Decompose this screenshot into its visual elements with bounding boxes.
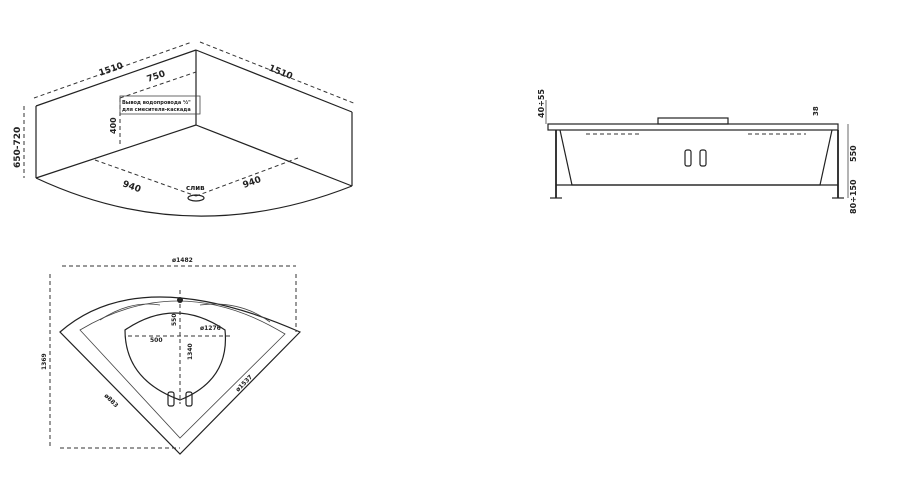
side-view: 40÷55 38 550 80÷150 [537, 89, 858, 214]
drain-hole [187, 194, 205, 202]
tub-inner-outline [79, 300, 286, 439]
floor-line-right [195, 124, 353, 187]
label-40-55: 40÷55 [537, 89, 546, 118]
label-plan-diag-right: ø1537 [234, 374, 254, 394]
label-940-left: 940 [121, 179, 142, 195]
tub-front-arc [35, 177, 353, 217]
label-drain: слив [186, 184, 205, 192]
top-edge-left [35, 49, 197, 107]
label-550: 550 [849, 145, 858, 162]
note-box [119, 95, 201, 115]
floor-line-left [35, 124, 197, 179]
label-plan-1276: ø1276 [200, 325, 221, 332]
dim-line-inner [119, 71, 197, 99]
tub-rim [547, 123, 839, 131]
dim-line-front-right [195, 157, 299, 197]
jet-left-icon [684, 149, 692, 167]
plan-view: ø1482 1369 ø883 ø1537 550 500 ø1276 1340 [41, 257, 302, 455]
label-650-720: 650-720 [13, 127, 23, 168]
tub-outline [59, 296, 302, 455]
headrest [657, 117, 729, 125]
label-plan-top: ø1482 [172, 257, 193, 264]
lobe-right [199, 303, 271, 323]
label-38: 38 [812, 106, 820, 116]
label-plan-1340: 1340 [187, 343, 194, 360]
label-plan-left: 1369 [41, 353, 48, 370]
plan-jet-right-icon [185, 391, 193, 407]
tub-body [559, 129, 833, 186]
note-line-1: Вывод водопровода ½" [122, 99, 191, 106]
top-edge-right [195, 49, 353, 113]
dim-line-front-left [94, 159, 197, 197]
plan-jet-left-icon [167, 391, 175, 407]
lobe-left [99, 303, 161, 321]
label-80-150: 80÷150 [849, 179, 858, 214]
note-line-2: для смесителя-каскада [122, 107, 191, 113]
jet-right-icon [699, 149, 707, 167]
label-750: 750 [146, 69, 167, 85]
bowl-outline [124, 312, 227, 401]
label-400: 400 [109, 117, 118, 134]
label-plan-550: 550 [171, 313, 178, 326]
label-plan-500: 500 [150, 337, 163, 344]
label-plan-diag-left: ø883 [103, 392, 120, 409]
perspective-view: 1510 1510 750 400 650-720 940 940 слив В… [13, 41, 357, 217]
